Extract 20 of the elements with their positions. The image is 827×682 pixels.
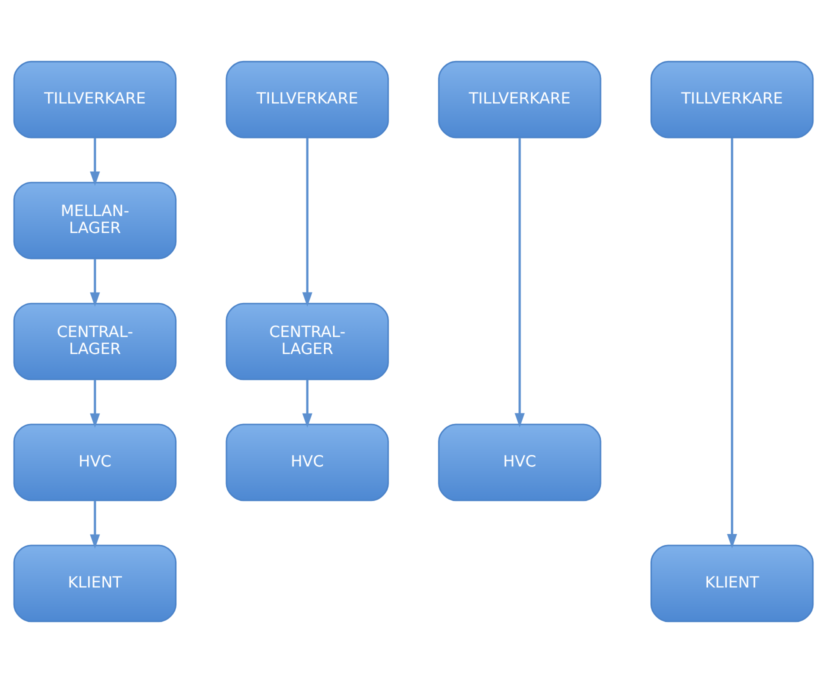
arrow (90, 379, 100, 428)
node-box: HVC (226, 423, 389, 501)
node-box: CENTRAL- LAGER (226, 302, 389, 380)
node-box: TILLVERKARE (438, 60, 602, 138)
node-box: KLIENT (13, 544, 177, 622)
node-box: KLIENT (650, 544, 814, 622)
node-box: CENTRAL- LAGER (13, 302, 177, 380)
arrow (90, 500, 100, 548)
node-box: HVC (13, 423, 177, 501)
arrow (302, 137, 312, 306)
node-box: TILLVERKARE (13, 60, 177, 138)
arrow (90, 258, 100, 306)
node-box: MELLAN- LAGER (13, 181, 177, 259)
arrow (727, 137, 738, 548)
arrow (90, 137, 100, 186)
node-box: TILLVERKARE (650, 60, 814, 138)
node-box: HVC (438, 423, 602, 501)
node-box: TILLVERKARE (226, 60, 389, 138)
arrow (302, 379, 312, 428)
arrow (514, 138, 525, 427)
